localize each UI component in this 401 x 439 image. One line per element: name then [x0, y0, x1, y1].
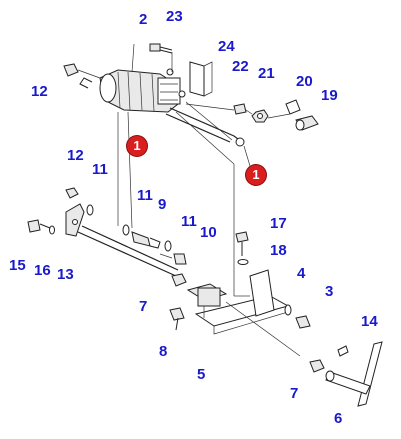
callout-21: 21 — [258, 65, 275, 82]
callout-2: 2 — [139, 11, 148, 28]
reference-badge-1-right: 1 — [246, 165, 266, 185]
callout-10: 10 — [200, 224, 217, 241]
pedal-arm-6 — [325, 341, 383, 407]
callout-23: 23 — [166, 8, 183, 25]
callout-16: 16 — [34, 262, 51, 279]
bolt-17 — [235, 231, 249, 256]
clip-20 — [267, 99, 301, 119]
pin-14 — [337, 345, 349, 357]
callout-19: 19 — [321, 87, 338, 104]
bracket-24 — [189, 61, 213, 97]
motor-assembly — [79, 68, 186, 113]
bolt-3 — [295, 315, 311, 329]
bolt-23 — [149, 43, 173, 72]
callout-11-right: 11 — [181, 213, 197, 230]
nut-7-upper — [171, 273, 187, 287]
bolt-22 — [185, 103, 247, 115]
callout-24: 24 — [218, 38, 235, 55]
washer-16 — [49, 225, 55, 235]
callout-13: 13 — [57, 266, 74, 283]
rod-end-9 — [131, 231, 161, 249]
callout-8: 8 — [159, 343, 168, 360]
callout-12-lower: 12 — [67, 147, 84, 164]
callout-11-middle: 11 — [137, 187, 153, 204]
bracket-5 — [186, 269, 301, 357]
guide-lines — [117, 43, 250, 297]
callout-9: 9 — [158, 196, 167, 213]
callout-12-upper: 12 — [31, 83, 48, 100]
pin-19 — [295, 115, 319, 131]
washers-11 — [86, 204, 172, 252]
bolt-10 — [159, 253, 187, 265]
callout-14: 14 — [361, 313, 378, 330]
nut-12-upper — [63, 63, 101, 79]
callout-5: 5 — [197, 366, 206, 383]
callout-7-upper: 7 — [139, 298, 148, 315]
callout-17: 17 — [270, 215, 287, 232]
nut-7-lower — [309, 359, 325, 373]
washer-12-lower — [65, 187, 79, 199]
washer-18 — [237, 259, 249, 265]
lever-13 — [65, 203, 179, 277]
callout-4: 4 — [297, 265, 306, 282]
bolt-15 — [27, 219, 51, 233]
callout-22: 22 — [232, 58, 249, 75]
callout-7-lower: 7 — [290, 385, 299, 402]
callout-20: 20 — [296, 73, 313, 90]
callout-3: 3 — [325, 283, 334, 300]
bolt-8 — [169, 307, 185, 331]
callout-18: 18 — [270, 242, 287, 259]
reference-badge-1-left: 1 — [127, 136, 147, 156]
nut-21 — [245, 109, 269, 123]
callout-15: 15 — [9, 257, 26, 274]
washer-4 — [284, 304, 292, 316]
link-rod — [165, 107, 251, 167]
callout-11-left: 11 — [92, 161, 108, 178]
callout-6: 6 — [334, 410, 343, 427]
